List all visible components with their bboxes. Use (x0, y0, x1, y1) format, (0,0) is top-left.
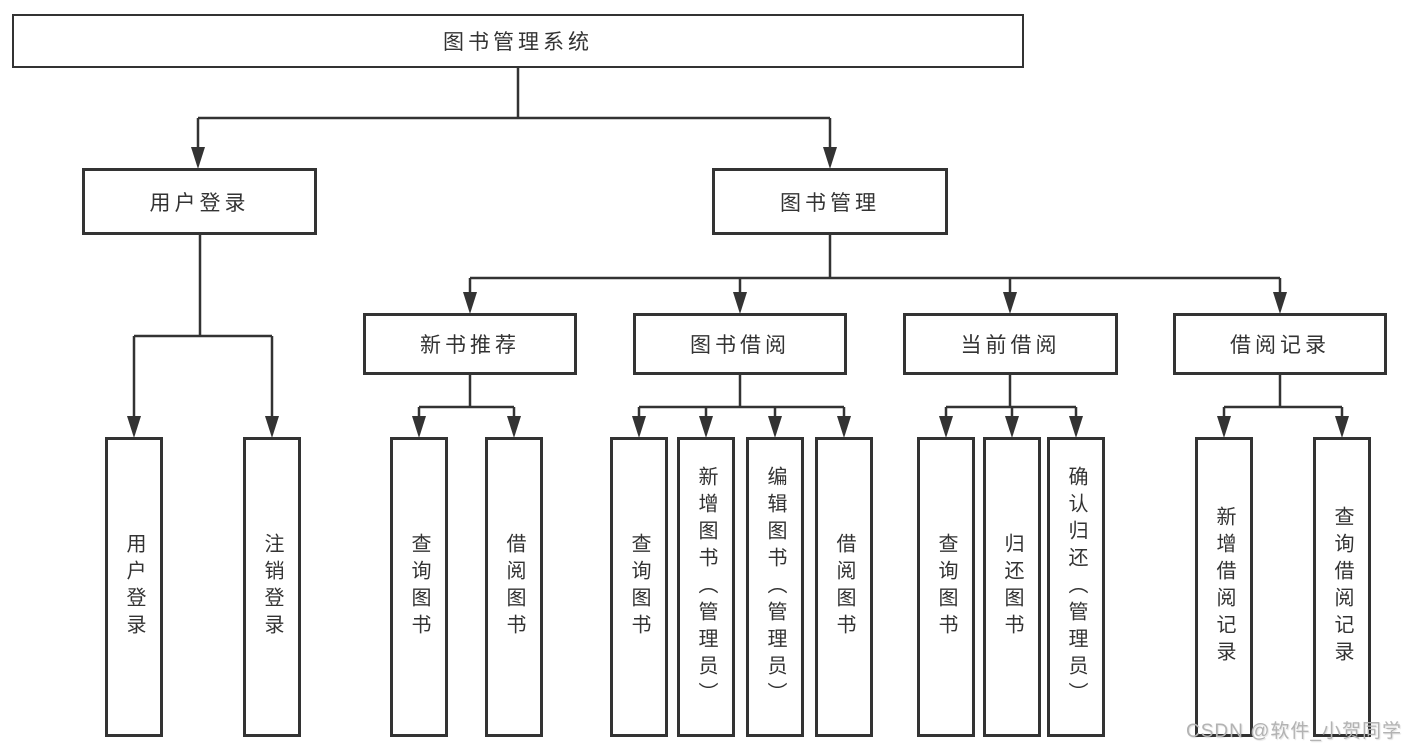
leaf-label: 查询借阅记录 (1331, 506, 1353, 668)
leaf-current-query-books: 查询图书 (917, 437, 975, 737)
leaf-label: 借阅图书 (503, 533, 525, 641)
leaf-current-return-books: 归还图书 (983, 437, 1041, 737)
leaf-label: 归还图书 (1001, 533, 1023, 641)
leaf-label: 查询图书 (935, 533, 957, 641)
leaf-label: 查询图书 (408, 533, 430, 641)
leaf-records-query-record: 查询借阅记录 (1313, 437, 1371, 737)
leaf-borrow-borrow-books: 借阅图书 (815, 437, 873, 737)
leaf-label: 新增借阅记录 (1213, 506, 1235, 668)
connector-new-book-children (412, 375, 521, 438)
leaf-label: 新增图书（管理员） (695, 465, 717, 709)
node-current-borrow: 当前借阅 (903, 313, 1118, 375)
node-borrow-records: 借阅记录 (1173, 313, 1387, 375)
connector-current-borrow-children (939, 375, 1083, 438)
leaf-newbook-query-books: 查询图书 (390, 437, 448, 737)
node-label: 图书管理系统 (443, 31, 593, 54)
node-user-login: 用户登录 (82, 168, 317, 235)
leaf-borrow-edit-books-admin: 编辑图书（管理员） (746, 437, 804, 737)
connector-user-login-children (127, 235, 279, 438)
leaf-current-confirm-return-admin: 确认归还（管理员） (1047, 437, 1105, 737)
leaf-user-login: 用户登录 (105, 437, 163, 737)
leaf-label: 确认归还（管理员） (1065, 465, 1087, 709)
leaf-label: 注销登录 (261, 533, 283, 641)
leaf-label: 借阅图书 (833, 533, 855, 641)
connector-book-mgmt-children (463, 235, 1287, 314)
node-label: 图书借阅 (690, 334, 790, 357)
connector-book-borrow-children (632, 375, 851, 438)
leaf-newbook-borrow-books: 借阅图书 (485, 437, 543, 737)
node-book-borrow: 图书借阅 (633, 313, 847, 375)
node-root-system: 图书管理系统 (12, 14, 1024, 68)
leaf-label: 查询图书 (628, 533, 650, 641)
node-label: 图书管理 (780, 191, 880, 215)
node-new-book-recommend: 新书推荐 (363, 313, 577, 375)
connector-borrow-records-children (1217, 375, 1349, 438)
leaf-borrow-query-books: 查询图书 (610, 437, 668, 737)
connector-root-to-level2 (191, 68, 837, 169)
leaf-borrow-add-books-admin: 新增图书（管理员） (677, 437, 735, 737)
leaf-logout: 注销登录 (243, 437, 301, 737)
watermark: CSDN @软件_小贺同学 (1186, 721, 1402, 742)
node-label: 新书推荐 (420, 334, 520, 357)
node-label: 当前借阅 (960, 334, 1061, 357)
node-book-management: 图书管理 (712, 168, 948, 235)
leaf-records-add-record: 新增借阅记录 (1195, 437, 1253, 737)
node-label: 用户登录 (149, 191, 250, 215)
leaf-label: 用户登录 (123, 533, 145, 641)
leaf-label: 编辑图书（管理员） (764, 465, 786, 709)
node-label: 借阅记录 (1230, 334, 1330, 357)
